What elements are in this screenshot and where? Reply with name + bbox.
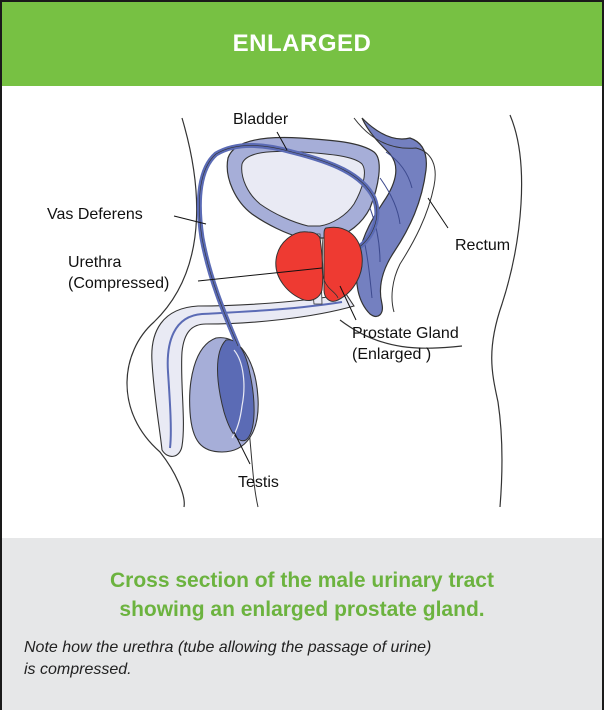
label-prostate-line2: (Enlarged ) — [352, 346, 431, 363]
body-outline-back — [492, 115, 522, 507]
label-testis: Testis — [238, 474, 279, 491]
label-urethra-line1: Urethra — [68, 254, 121, 271]
caption-panel: Cross section of the male urinary tract … — [2, 538, 602, 710]
caption-title-line2: showing an enlarged prostate gland. — [22, 595, 582, 624]
caption-note: Note how the urethra (tube allowing the … — [24, 637, 584, 681]
label-bladder: Bladder — [233, 111, 289, 128]
label-vas-deferens: Vas Deferens — [47, 206, 143, 223]
prostate-left-lobe — [276, 232, 323, 301]
label-urethra-line2: (Compressed) — [68, 275, 169, 292]
prostate-right-lobe — [324, 227, 362, 301]
label-rectum: Rectum — [455, 237, 510, 254]
caption-title: Cross section of the male urinary tract … — [22, 566, 582, 624]
header-title: ENLARGED — [233, 30, 372, 58]
diagram-area: Bladder Vas Deferens Urethra (Compressed… — [2, 86, 602, 538]
caption-note-line2: is compressed. — [24, 659, 584, 681]
leader-rectum — [428, 198, 448, 228]
caption-note-line1: Note how the urethra (tube allowing the … — [24, 637, 584, 659]
header-banner: ENLARGED — [2, 2, 602, 86]
caption-title-line1: Cross section of the male urinary tract — [22, 566, 582, 595]
label-prostate-line1: Prostate Gland — [352, 325, 459, 342]
anatomy-diagram: Bladder Vas Deferens Urethra (Compressed… — [2, 86, 602, 538]
